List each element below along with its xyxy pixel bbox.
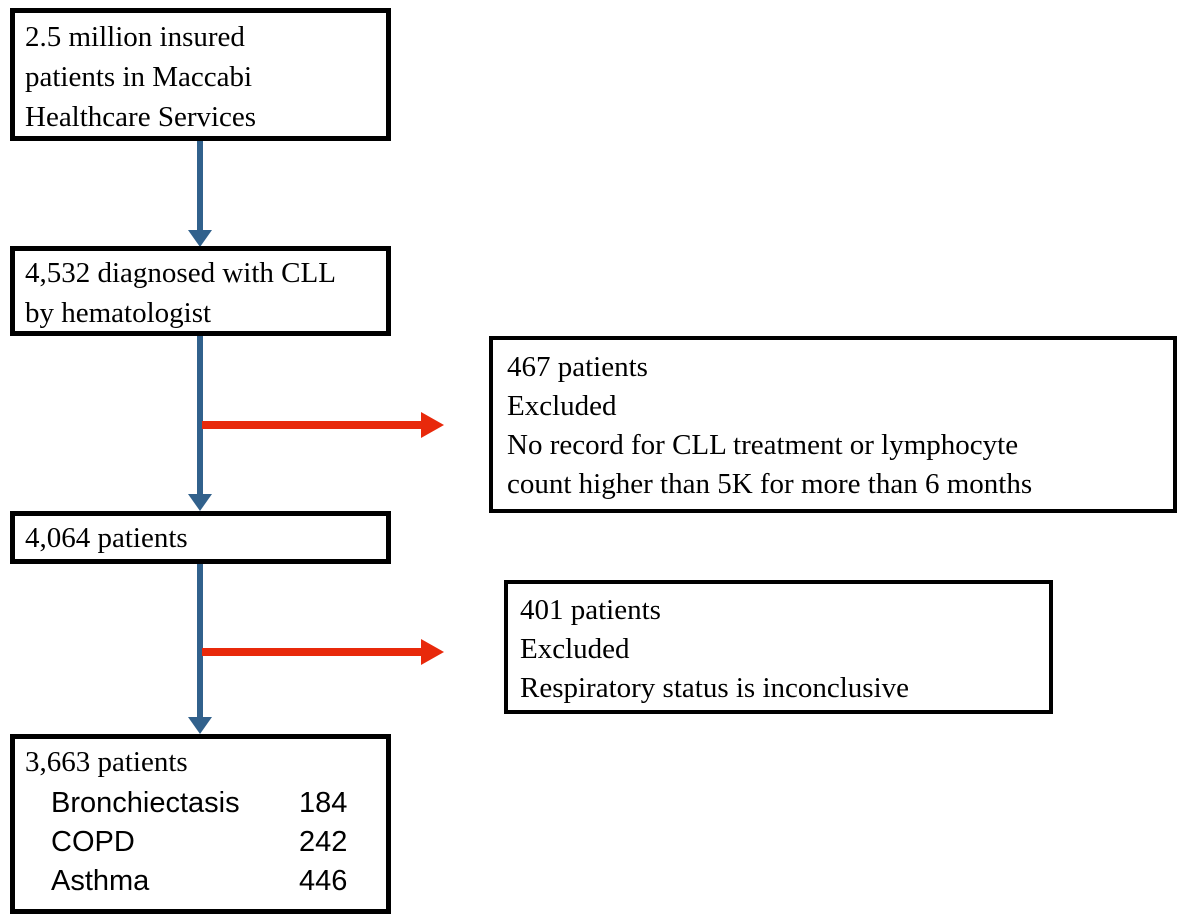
arrow-head <box>188 717 212 734</box>
arrow-shaft <box>197 336 203 494</box>
down-arrow-icon <box>188 141 212 247</box>
box-text-line: Respiratory status is inconclusive <box>520 672 910 704</box>
down-arrow-icon <box>188 336 212 511</box>
arrow-shaft <box>202 421 421 429</box>
box-text-line: count higher than 5K for more than 6 mon… <box>507 468 1033 500</box>
respiratory-breakdown: Bronchiectasis 184 COPD 242 Asthma 446 <box>25 782 376 901</box>
exclusion-box-2: 401 patients Excluded Respiratory status… <box>504 580 1053 714</box>
arrow-head <box>188 494 212 511</box>
arrow-head <box>188 230 212 247</box>
arrow-head <box>421 412 444 438</box>
diagnosed-box: 4,532 diagnosed with CLL by hematologist <box>10 246 391 336</box>
breakdown-row: COPD 242 <box>51 823 376 862</box>
box-text-line: 467 patients <box>507 351 648 383</box>
final-cohort-title: 3,663 patients <box>25 746 188 778</box>
box-text-line: Healthcare Services <box>25 101 257 133</box>
box-text-line: patients in Maccabi <box>25 61 253 93</box>
breakdown-row: Bronchiectasis 184 <box>51 784 376 823</box>
arrow-head <box>421 639 444 665</box>
box-text-line: 4,064 patients <box>25 522 188 554</box>
breakdown-label: Asthma <box>51 865 150 897</box>
final-cohort-box: 3,663 patients Bronchiectasis 184 COPD 2… <box>10 734 391 914</box>
down-arrow-icon <box>188 564 212 734</box>
breakdown-value: 242 <box>299 826 348 858</box>
population-box: 2.5 million insured patients in Maccabi … <box>10 8 391 141</box>
breakdown-label: Bronchiectasis <box>51 787 240 819</box>
breakdown-label: COPD <box>51 826 135 858</box>
box-text-line: No record for CLL treatment or lymphocyt… <box>507 429 1019 461</box>
arrow-shaft <box>197 564 203 717</box>
breakdown-row: Asthma 446 <box>51 862 376 901</box>
breakdown-value: 446 <box>299 865 348 897</box>
box-text-line: Excluded <box>507 390 617 422</box>
breakdown-value: 184 <box>299 787 348 819</box>
exclusion-arrow-icon <box>202 639 444 665</box>
cohort-after-exclusion-1-box: 4,064 patients <box>10 511 391 564</box>
box-text-line: Excluded <box>520 633 630 665</box>
exclusion-arrow-icon <box>202 412 444 438</box>
box-text-line: 401 patients <box>520 594 661 626</box>
arrow-shaft <box>202 648 421 656</box>
box-text-line: by hematologist <box>25 297 212 329</box>
exclusion-box-1: 467 patients Excluded No record for CLL … <box>489 336 1177 513</box>
box-text-line: 4,532 diagnosed with CLL <box>25 257 336 289</box>
box-text-line: 2.5 million insured <box>25 21 245 53</box>
arrow-shaft <box>197 141 203 230</box>
